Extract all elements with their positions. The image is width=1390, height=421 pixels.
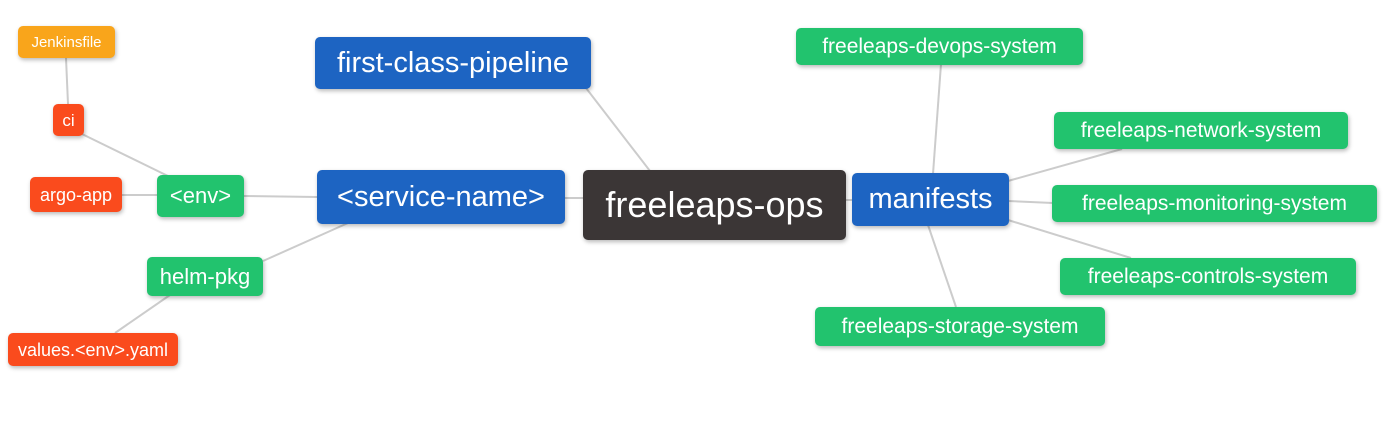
node-ci[interactable]: ci bbox=[53, 104, 84, 136]
edge-manifests-to-freeleaps-storage-system bbox=[927, 224, 957, 308]
node-values-env-yaml[interactable]: values.<env>.yaml bbox=[8, 333, 178, 366]
edge-manifests-to-freeleaps-devops-system bbox=[932, 63, 942, 175]
node-service-name[interactable]: <service-name> bbox=[317, 170, 565, 224]
node-manifests[interactable]: manifests bbox=[852, 173, 1009, 226]
edge-ci-to-env bbox=[81, 133, 171, 178]
node-freeleaps-monitoring-system[interactable]: freeleaps-monitoring-system bbox=[1052, 185, 1377, 222]
edge-first-class-pipeline-to-freeleaps-ops bbox=[585, 87, 651, 172]
edge-helm-pkg-to-values-env-yaml bbox=[114, 294, 171, 334]
edge-manifests-to-freeleaps-network-system bbox=[1007, 148, 1123, 182]
node-helm-pkg[interactable]: helm-pkg bbox=[147, 257, 263, 296]
node-env[interactable]: <env> bbox=[157, 175, 244, 217]
edge-manifests-to-freeleaps-controls-system bbox=[1007, 219, 1132, 259]
node-freeleaps-network-system[interactable]: freeleaps-network-system bbox=[1054, 112, 1348, 149]
node-freeleaps-storage-system[interactable]: freeleaps-storage-system bbox=[815, 307, 1105, 346]
edge-jenkinsfile-to-ci bbox=[65, 57, 69, 105]
node-argo-app[interactable]: argo-app bbox=[30, 177, 122, 212]
node-first-class-pipeline[interactable]: first-class-pipeline bbox=[315, 37, 591, 89]
edge-service-name-to-helm-pkg bbox=[262, 222, 349, 262]
edge-manifests-to-freeleaps-monitoring-system bbox=[1007, 200, 1054, 204]
edge-env-to-service-name bbox=[243, 195, 318, 198]
node-jenkinsfile[interactable]: Jenkinsfile bbox=[18, 26, 115, 58]
node-freeleaps-controls-system[interactable]: freeleaps-controls-system bbox=[1060, 258, 1356, 295]
node-freeleaps-devops-system[interactable]: freeleaps-devops-system bbox=[796, 28, 1083, 65]
node-freeleaps-ops[interactable]: freeleaps-ops bbox=[583, 170, 846, 240]
